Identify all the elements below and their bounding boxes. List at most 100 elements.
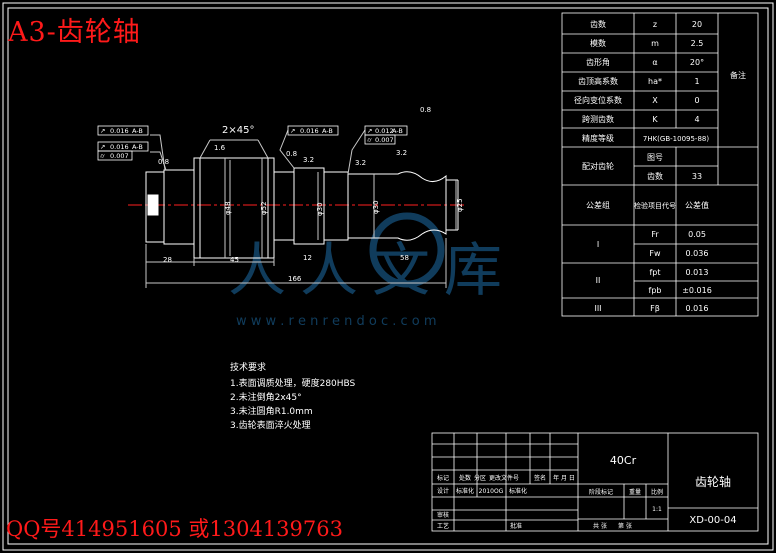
svg-text:0.036: 0.036: [686, 249, 709, 258]
svg-text:α: α: [652, 58, 657, 67]
svg-text:共 张: 共 张: [593, 522, 607, 530]
svg-text:I: I: [597, 240, 599, 249]
svg-text:第 张: 第 张: [618, 522, 632, 530]
svg-text:A-B: A-B: [132, 143, 143, 151]
material-label: 40Cr: [610, 454, 637, 467]
svg-text:重量: 重量: [629, 488, 641, 496]
drawing-number: XD-00-04: [689, 515, 736, 526]
svg-text:↗: ↗: [290, 127, 295, 135]
svg-text:0.016: 0.016: [110, 143, 129, 151]
part-name: 齿轮轴: [695, 474, 731, 489]
svg-text:⌭: ⌭: [367, 136, 372, 144]
svg-text:0.016: 0.016: [110, 127, 129, 135]
svg-text:0.007: 0.007: [110, 152, 129, 160]
watermark-circle: [369, 212, 445, 288]
watermark-url: w w w . r e n r e n d o c . c o m: [236, 314, 437, 329]
svg-text:⌭: ⌭: [100, 152, 105, 160]
svg-text:1.表面调质处理，硬度280HBS: 1.表面调质处理，硬度280HBS: [230, 377, 356, 389]
svg-text:A-B: A-B: [322, 127, 333, 135]
svg-text:0.8: 0.8: [420, 106, 431, 114]
svg-text:A-B: A-B: [132, 127, 143, 135]
drawing-border: [7, 7, 769, 545]
svg-text:0.016: 0.016: [686, 304, 709, 313]
svg-text:齿形角: 齿形角: [586, 57, 610, 67]
title-block: [431, 432, 759, 532]
svg-text:标准化: 标准化: [456, 487, 474, 495]
svg-text:fpt: fpt: [649, 268, 660, 277]
svg-text:批准: 批准: [510, 522, 522, 530]
svg-text:处数: 处数: [459, 474, 471, 482]
svg-text:Fr: Fr: [651, 230, 659, 239]
svg-text:0.8: 0.8: [158, 158, 169, 166]
svg-text:33: 33: [692, 172, 702, 181]
svg-text:φ48: φ48: [224, 201, 232, 215]
svg-text:58: 58: [400, 254, 409, 262]
svg-text:↗: ↗: [100, 143, 105, 151]
shaft-right: [347, 171, 447, 241]
svg-text:7HK(GB-10095-88): 7HK(GB-10095-88): [643, 135, 709, 143]
svg-text:0.016: 0.016: [300, 127, 319, 135]
svg-text:1.6: 1.6: [214, 144, 226, 152]
param-table: [561, 12, 759, 317]
svg-text:更改文件号: 更改文件号: [489, 474, 519, 482]
shaft-drawing: [128, 129, 465, 288]
svg-text:齿数: 齿数: [590, 19, 606, 29]
svg-text:2.5: 2.5: [691, 39, 704, 48]
svg-text:Fβ: Fβ: [650, 304, 660, 313]
svg-text:3.2: 3.2: [355, 159, 366, 167]
svg-text:20°: 20°: [690, 58, 704, 67]
svg-text:ha*: ha*: [648, 77, 662, 86]
svg-text:±0.016: ±0.016: [682, 286, 712, 295]
svg-text:↗: ↗: [367, 127, 372, 135]
svg-text:跨测齿数: 跨测齿数: [582, 114, 614, 124]
svg-text:工艺: 工艺: [437, 522, 449, 530]
overlay-contact: QQ号414951605 或1304139763: [6, 517, 343, 541]
svg-text:分区: 分区: [474, 474, 486, 482]
svg-text:0.007: 0.007: [375, 136, 394, 144]
svg-text:m: m: [651, 39, 659, 48]
svg-text:II: II: [596, 276, 601, 285]
svg-text:检验项目代号: 检验项目代号: [634, 201, 676, 210]
title-block-texts: 标记 处数 分区 更改文件号 签名 年 月 日 设计 标准化 2010OG 标准…: [437, 454, 737, 530]
svg-text:齿顶高系数: 齿顶高系数: [578, 76, 618, 86]
shaft-mid3: [323, 171, 349, 241]
svg-text:X: X: [652, 96, 658, 105]
svg-text:2010OG: 2010OG: [479, 488, 504, 495]
notes-title: 技术要求: [230, 361, 266, 373]
tolerance-frame-texts: ↗ 0.016 A-B ↗ 0.016 A-B ⌭ 0.007 ↗ 0.016 …: [100, 127, 403, 160]
svg-text:标准化: 标准化: [509, 487, 527, 495]
svg-text:Fw: Fw: [649, 249, 661, 258]
svg-text:12: 12: [303, 254, 312, 262]
svg-text:fpb: fpb: [649, 286, 662, 295]
svg-text:审核: 审核: [437, 511, 449, 519]
svg-text:阶段标记: 阶段标记: [589, 488, 613, 496]
svg-text:模数: 模数: [590, 38, 606, 48]
svg-text:1: 1: [694, 77, 699, 86]
svg-text:3.2: 3.2: [396, 149, 407, 157]
technical-notes: 技术要求 1.表面调质处理，硬度280HBS 2.未注倒角2x45° 3.未注圆…: [230, 361, 356, 431]
svg-text:III: III: [594, 304, 601, 313]
svg-text:图号: 图号: [647, 153, 663, 162]
chamfer-label: 2×45°: [222, 125, 254, 136]
svg-text:比例: 比例: [651, 488, 663, 496]
tolerance-frames: [97, 125, 408, 161]
svg-text:0.012: 0.012: [375, 127, 394, 135]
svg-text:0: 0: [694, 96, 699, 105]
svg-text:签名: 签名: [534, 474, 546, 482]
svg-text:3.齿轮表面淬火处理: 3.齿轮表面淬火处理: [230, 419, 311, 431]
watermark: 人人文库 w w w . r e n r e n d o c . c o m: [228, 212, 502, 329]
overlay-title: A3-齿轮轴: [8, 17, 141, 48]
svg-text:φ30: φ30: [316, 202, 324, 216]
svg-text:3.2: 3.2: [303, 156, 314, 164]
svg-text:备注: 备注: [730, 70, 746, 80]
svg-text:45: 45: [230, 256, 239, 264]
svg-text:166: 166: [288, 275, 302, 283]
svg-text:3.未注圆角R1.0mm: 3.未注圆角R1.0mm: [230, 405, 313, 417]
svg-text:径向变位系数: 径向变位系数: [574, 95, 622, 105]
svg-text:设计: 设计: [437, 487, 449, 495]
svg-text:φ30: φ30: [372, 200, 380, 214]
svg-text:A-B: A-B: [392, 127, 403, 135]
svg-text:4: 4: [694, 115, 699, 124]
svg-text:0.05: 0.05: [688, 230, 706, 239]
